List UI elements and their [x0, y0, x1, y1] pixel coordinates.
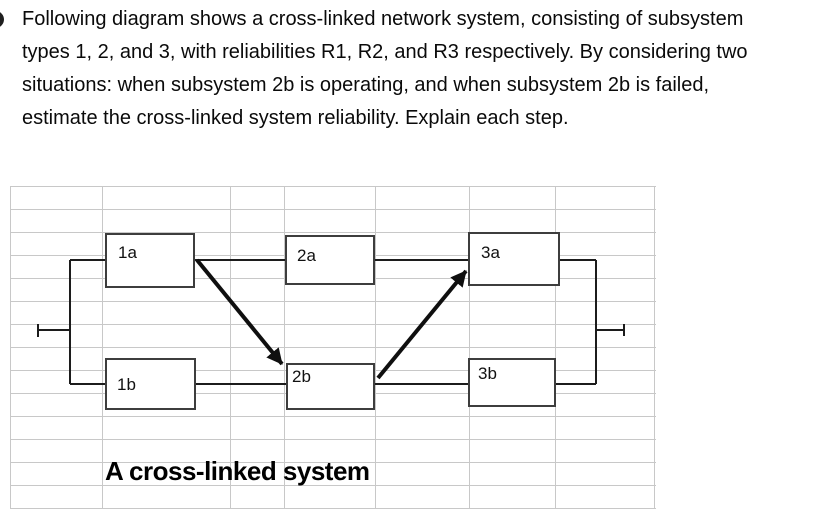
gridline-vertical: [375, 186, 376, 509]
subsystem-box-3b: 3b: [468, 358, 556, 407]
diagram-grid: 1a 2a 3a 1b 2b 3b: [10, 186, 656, 509]
gridline-vertical: [102, 186, 103, 509]
question-line: types 1, 2, and 3, with reliabilities R1…: [22, 41, 748, 63]
subsystem-label: 2a: [297, 246, 316, 265]
subsystem-label: 2b: [292, 367, 311, 386]
diagram-caption: A cross-linked system: [105, 456, 370, 486]
subsystem-box-2b: 2b: [286, 363, 375, 410]
question-line: estimate the cross-linked system reliabi…: [22, 107, 569, 129]
cross-link-arrow-2b-3a: [376, 269, 468, 380]
list-bullet-icon: [0, 11, 4, 28]
subsystem-box-3a: 3a: [468, 232, 560, 286]
subsystem-label: 1b: [117, 375, 136, 394]
subsystem-box-1a: 1a: [105, 233, 195, 288]
gridline-vertical: [284, 186, 285, 509]
subsystem-label: 3a: [481, 243, 500, 262]
question-line: Following diagram shows a cross-linked n…: [22, 8, 744, 30]
gridline-vertical: [469, 186, 470, 509]
question-line: situations: when subsystem 2b is operati…: [22, 74, 710, 96]
subsystem-label: 1a: [118, 243, 137, 262]
subsystem-box-2a: 2a: [285, 235, 375, 285]
gridline-vertical: [555, 186, 556, 509]
gridline-vertical: [10, 186, 11, 509]
subsystem-box-1b: 1b: [105, 358, 196, 410]
gridline-vertical: [654, 186, 655, 509]
subsystem-label: 3b: [478, 364, 497, 383]
cross-link-arrow-1a-2b: [195, 258, 284, 366]
question-text: Following diagram shows a cross-linked n…: [22, 3, 748, 135]
